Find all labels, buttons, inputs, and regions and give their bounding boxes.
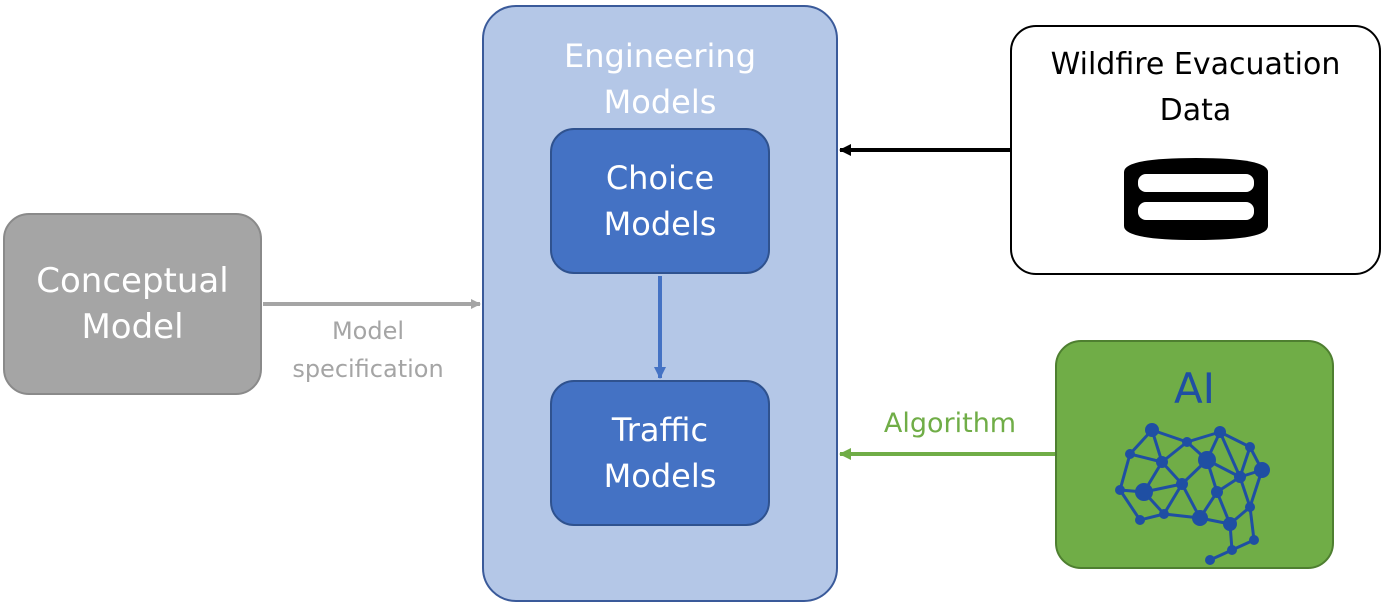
engineering-models-title: Engineering Models	[484, 33, 836, 125]
conceptual-line2: Model	[81, 307, 184, 347]
model-spec-line1: Model	[331, 317, 405, 345]
choice-models-box: Choice Models	[550, 128, 770, 274]
wildfire-line2: Data	[1159, 93, 1232, 128]
ai-box: AI	[1055, 340, 1334, 569]
ai-title: AI	[1173, 364, 1216, 413]
brain-network-icon	[1115, 423, 1270, 565]
conceptual-line1: Conceptual	[36, 261, 229, 301]
traffic-line1: Traffic	[611, 411, 709, 449]
wildfire-line1: Wildfire Evacuation	[1050, 47, 1341, 82]
traffic-models-box: Traffic Models	[550, 380, 770, 526]
model-spec-line2: specification	[292, 355, 444, 383]
wildfire-title: Wildfire Evacuation Data	[1051, 42, 1341, 134]
wildfire-evacuation-data-box: Wildfire Evacuation Data	[1010, 25, 1381, 275]
choice-line2: Models	[603, 205, 717, 243]
conceptual-model-box: Conceptual Model	[3, 213, 262, 395]
traffic-line2: Models	[603, 457, 717, 495]
choice-line1: Choice	[605, 159, 715, 197]
engineering-title-line2: Models	[603, 83, 717, 121]
model-specification-label: Model specification	[276, 312, 460, 388]
engineering-title-line1: Engineering	[564, 37, 756, 75]
database-icon	[1123, 158, 1268, 240]
algorithm-label: Algorithm	[883, 408, 1017, 439]
